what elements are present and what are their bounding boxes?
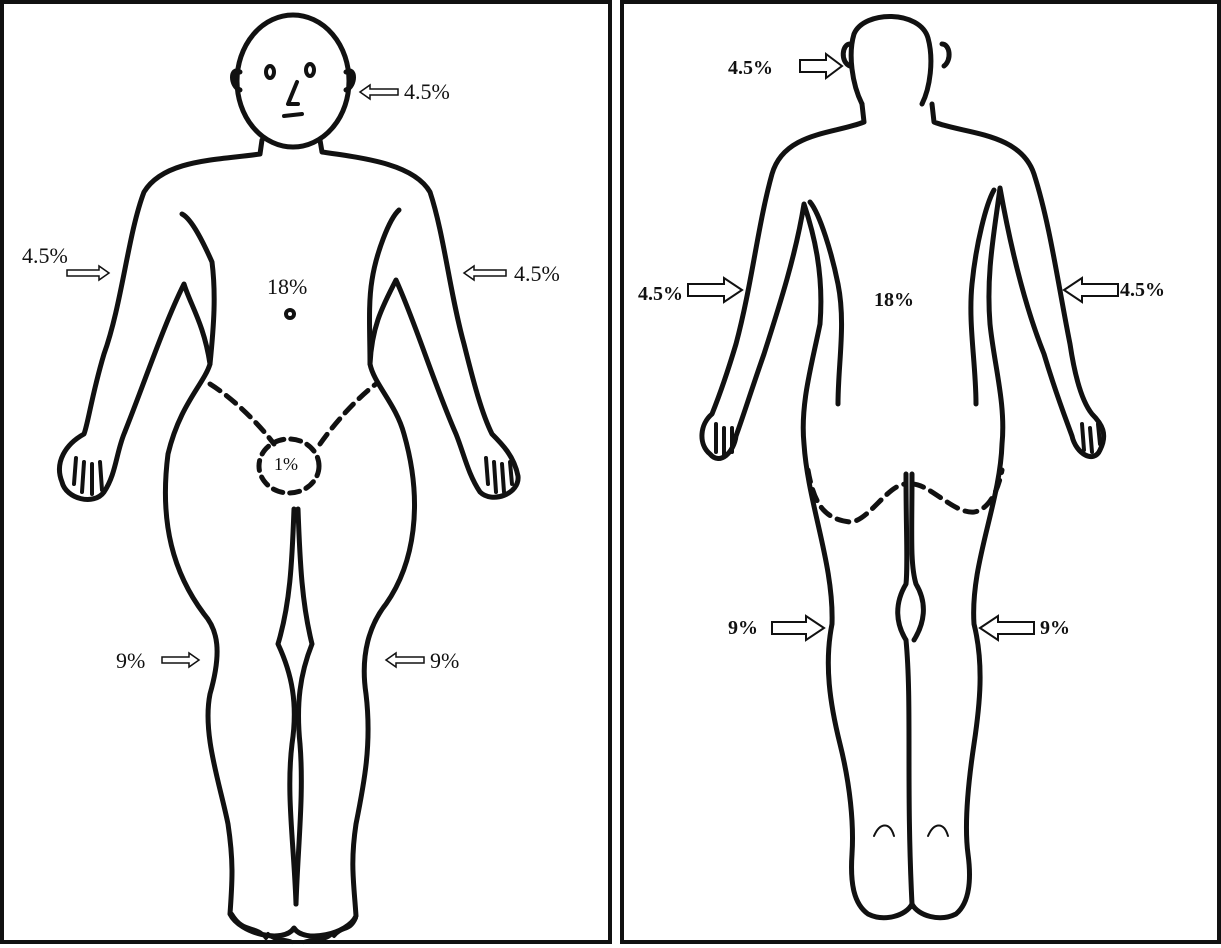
back-view-panel: 4.5% 4.5% 4.5% 18% 9% 9%: [620, 0, 1221, 944]
back-trunk-label: 18%: [874, 290, 914, 310]
outline-arrow-icon: [772, 616, 824, 640]
outline-arrow-icon: [162, 653, 199, 667]
outline-arrow-icon: [386, 653, 424, 667]
front-head: [237, 15, 349, 147]
front-left-arm-label: 4.5%: [514, 263, 560, 285]
back-body-outline: [702, 104, 1104, 918]
back-right-arm-label: 4.5%: [1120, 280, 1165, 300]
front-arrows: [67, 85, 506, 667]
front-right-arm-label: 4.5%: [22, 245, 68, 267]
front-genitalia-label: 1%: [274, 455, 298, 473]
back-left-arm-label: 4.5%: [638, 284, 683, 304]
outline-arrow-icon: [464, 266, 506, 280]
back-head: [851, 16, 931, 104]
outline-arrow-icon: [67, 266, 109, 280]
front-view-panel: 4.5% 4.5% 4.5% 18% 1% 9% 9%: [0, 0, 612, 944]
back-right-leg-label: 9%: [1040, 618, 1070, 638]
front-trunk-label: 18%: [267, 276, 307, 298]
back-ear-right: [942, 44, 949, 66]
outline-arrow-icon: [360, 85, 398, 99]
back-left-leg-label: 9%: [728, 618, 758, 638]
back-head-label: 4.5%: [728, 58, 773, 78]
front-right-leg-label: 9%: [116, 650, 145, 672]
outline-arrow-icon: [1064, 278, 1118, 302]
outline-arrow-icon: [980, 616, 1034, 640]
outline-arrow-icon: [800, 54, 842, 78]
outline-arrow-icon: [688, 278, 742, 302]
back-arrows: [688, 54, 1118, 640]
front-head-label: 4.5%: [404, 81, 450, 103]
back-body-figure: [624, 4, 1221, 948]
front-left-leg-label: 9%: [430, 650, 459, 672]
front-body-figure: [4, 4, 616, 948]
front-groin-line: [210, 384, 376, 444]
